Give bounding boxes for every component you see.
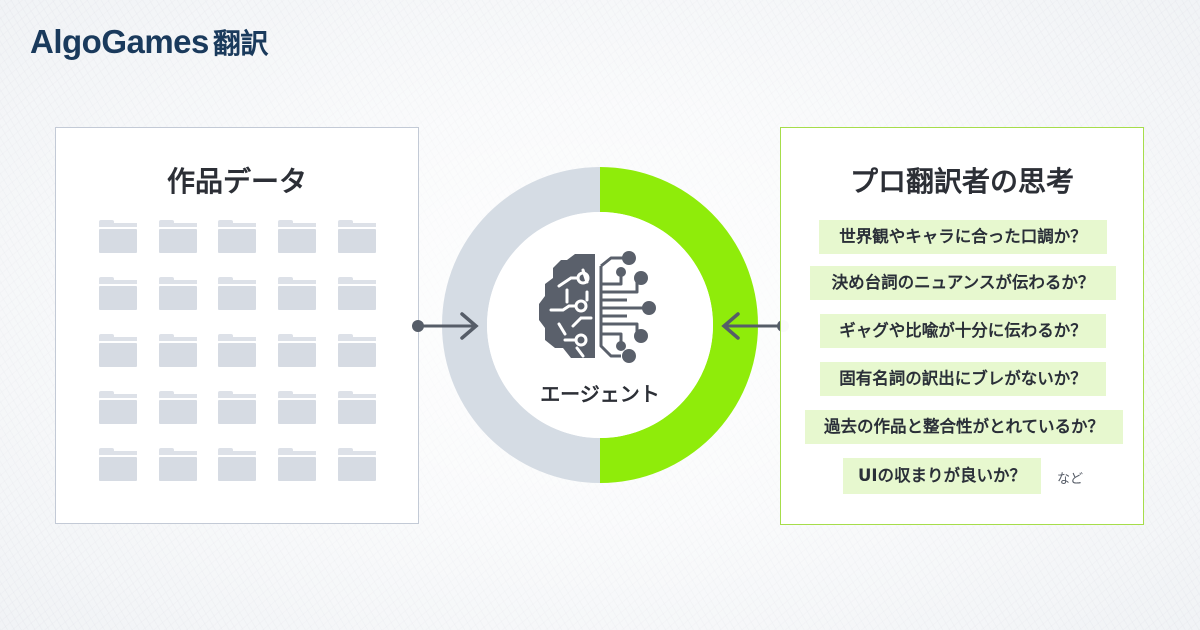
folder-icon xyxy=(278,448,317,481)
checklist-item: 固有名詞の訳出にブレがないか？ xyxy=(820,362,1106,396)
brand-name: AlgoGames xyxy=(30,23,209,60)
arrow-right-icon xyxy=(412,312,479,340)
brand-logo: AlgoGames 翻訳 xyxy=(30,22,268,62)
folder-icon xyxy=(99,277,137,310)
folder-icon xyxy=(278,220,317,253)
folder-icon xyxy=(337,334,376,367)
folder-icon xyxy=(278,391,317,424)
checklist-item: 決め台詞のニュアンスが伝わるか？ xyxy=(810,266,1116,300)
folder-icon xyxy=(218,391,257,424)
folder-icon xyxy=(158,277,197,310)
folder-icon xyxy=(337,277,376,310)
folder-icon xyxy=(99,334,137,367)
folder-grid xyxy=(99,220,376,481)
folder-icon xyxy=(278,334,317,367)
checklist-item: ギャグや比喩が十分に伝わるか？ xyxy=(820,314,1106,348)
etc-note: など xyxy=(1057,472,1084,487)
work-data-panel: 作品データ xyxy=(55,127,419,524)
folder-icon xyxy=(158,220,197,253)
folder-icon xyxy=(99,220,137,253)
folder-icon xyxy=(218,334,257,367)
folder-icon xyxy=(158,448,197,481)
folder-icon xyxy=(337,448,376,481)
folder-icon xyxy=(99,391,137,424)
folder-icon xyxy=(218,220,257,253)
folder-icon xyxy=(218,448,257,481)
brain-circuit-icon xyxy=(539,251,656,363)
checklist-item: 過去の作品と整合性がとれているか？ xyxy=(805,410,1123,444)
brand-suffix: 翻訳 xyxy=(212,27,269,60)
work-data-title: 作品データ xyxy=(166,165,307,198)
folder-icon xyxy=(337,220,376,253)
folder-icon xyxy=(337,391,376,424)
pro-translator-title: プロ翻訳者の思考 xyxy=(849,165,1074,198)
agent-label: エージェント xyxy=(540,382,660,406)
checklist-item: UIの収まりが良いか？ xyxy=(843,458,1041,494)
folder-icon xyxy=(158,391,197,424)
folder-icon xyxy=(218,277,257,310)
folder-icon xyxy=(99,448,137,481)
folder-icon xyxy=(278,277,317,310)
checklist-item: 世界観やキャラに合った口調か？ xyxy=(819,220,1107,254)
folder-icon xyxy=(158,334,197,367)
